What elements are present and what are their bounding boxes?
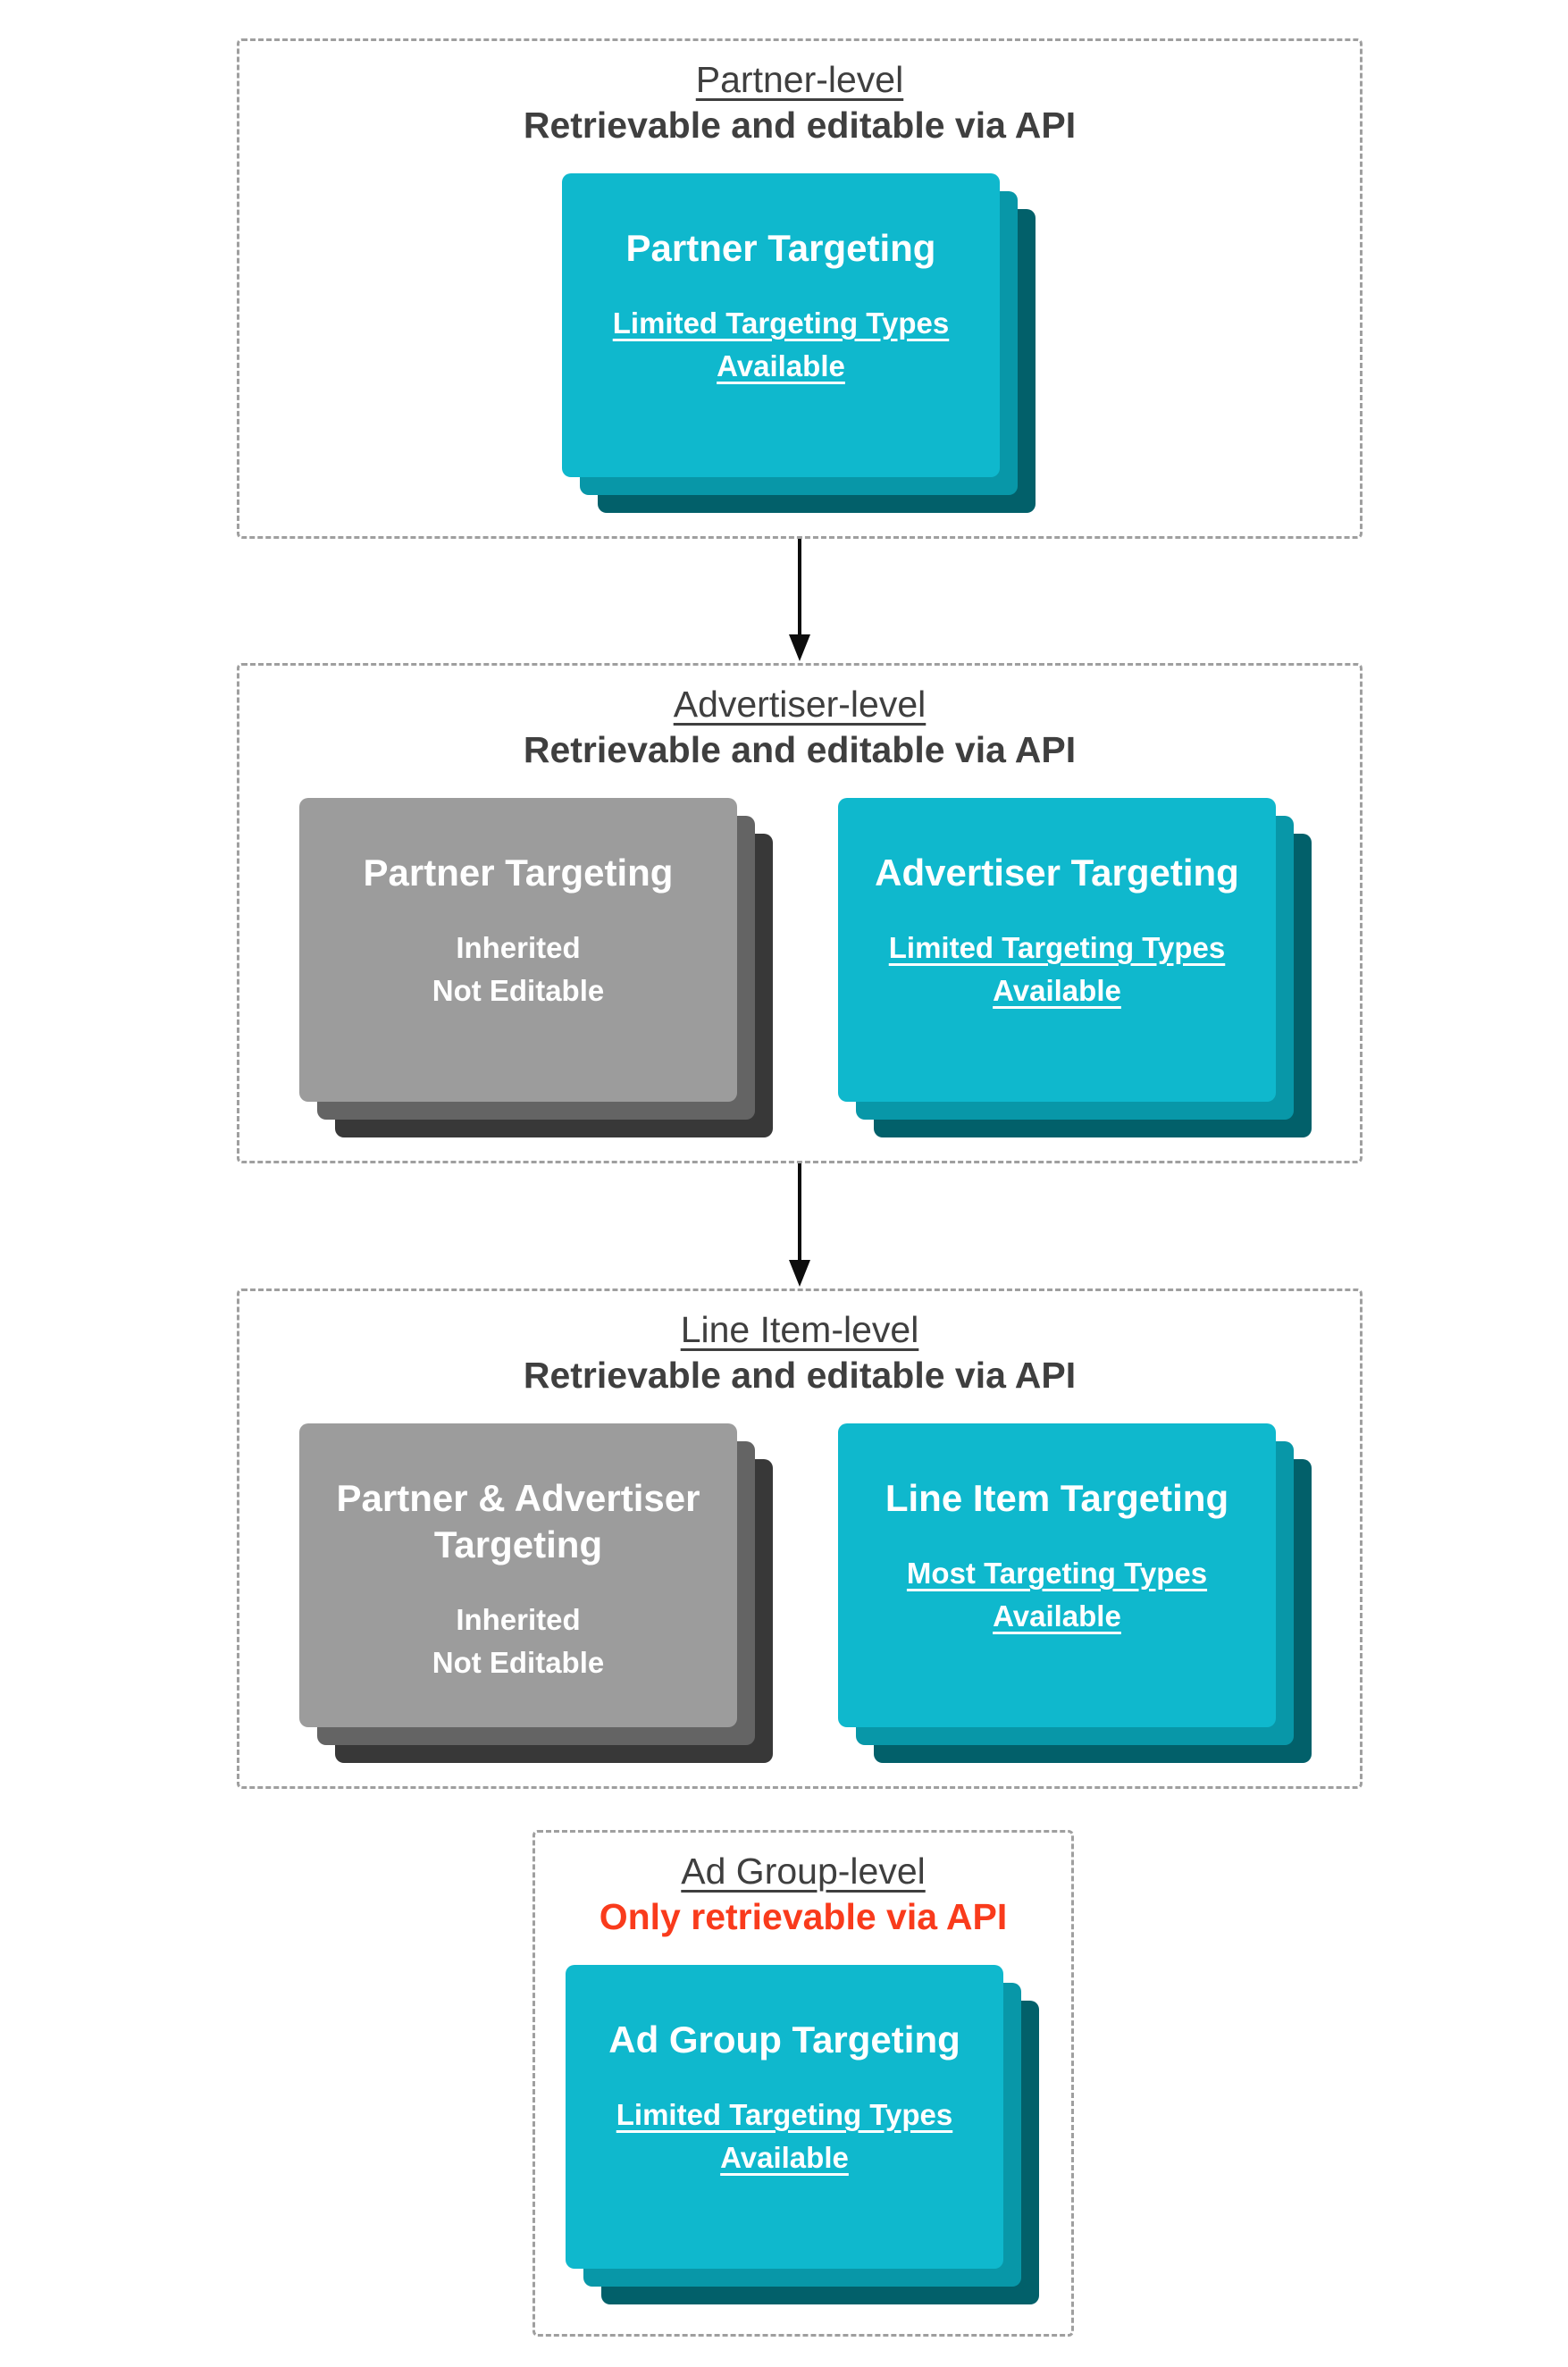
cards-row: Partner Targeting Limited Targeting Type… (239, 173, 1360, 477)
cards-row: Partner & Advertiser Targeting Inherited… (239, 1423, 1360, 1727)
card-title: Advertiser Targeting (875, 852, 1239, 894)
cards-row: Ad Group Targeting Limited Targeting Typ… (535, 1965, 1071, 2269)
arrow-head-icon (789, 634, 810, 661)
card-body: Inherited Not Editable (432, 931, 605, 1007)
section-advertiser-level: Advertiser-level Retrievable and editabl… (237, 663, 1363, 1163)
api-availability-note: Only retrievable via API (599, 1896, 1008, 1937)
arrow-head-icon (789, 1260, 810, 1287)
card-title: Partner Targeting (625, 227, 936, 269)
section-partner-level: Partner-level Retrievable and editable v… (237, 38, 1363, 539)
card-body: Limited Targeting Types Available (888, 931, 1226, 1007)
section-ad-group-level: Ad Group-level Only retrievable via API … (532, 1830, 1074, 2337)
api-availability-note: Retrievable and editable via API (523, 1355, 1077, 1396)
card-partner-targeting: Partner Targeting Limited Targeting Type… (562, 173, 1000, 477)
level-title: Line Item-level (680, 1309, 919, 1350)
card-body: Limited Targeting Types Available (616, 2098, 953, 2174)
section-line-item-level: Line Item-level Retrievable and editable… (237, 1288, 1363, 1789)
card-partner-advertiser-targeting-inherited: Partner & Advertiser Targeting Inherited… (299, 1423, 737, 1727)
cards-row: Partner Targeting Inherited Not Editable… (239, 798, 1360, 1102)
card-advertiser-targeting: Advertiser Targeting Limited Targeting T… (838, 798, 1276, 1102)
level-title: Advertiser-level (673, 684, 927, 725)
card-title: Ad Group Targeting (608, 2019, 960, 2061)
api-availability-note: Retrievable and editable via API (523, 729, 1077, 770)
card-body: Limited Targeting Types Available (612, 306, 950, 382)
card-ad-group-targeting: Ad Group Targeting Limited Targeting Typ… (566, 1965, 1003, 2269)
flow-arrow-partner-to-advertiser (789, 539, 810, 661)
card-body: Most Targeting Types Available (906, 1557, 1208, 1633)
card-partner-targeting-inherited: Partner Targeting Inherited Not Editable (299, 798, 737, 1102)
arrow-line (798, 1163, 801, 1260)
level-title: Ad Group-level (681, 1851, 926, 1892)
card-title: Partner & Advertiser Targeting (336, 1477, 700, 1565)
card-body: Inherited Not Editable (432, 1603, 605, 1679)
card-line-item-targeting: Line Item Targeting Most Targeting Types… (838, 1423, 1276, 1727)
arrow-line (798, 539, 801, 634)
flow-arrow-advertiser-to-lineitem (789, 1163, 810, 1287)
card-title: Line Item Targeting (885, 1477, 1229, 1519)
api-availability-note: Retrievable and editable via API (523, 105, 1077, 146)
card-title: Partner Targeting (363, 852, 674, 894)
level-title: Partner-level (695, 59, 904, 100)
